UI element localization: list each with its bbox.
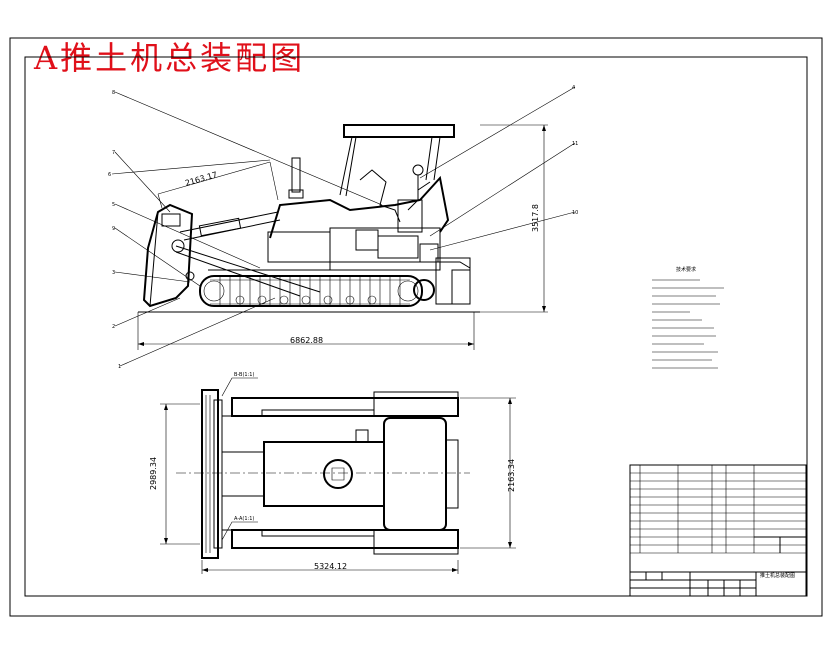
- balloon-8: 8: [112, 90, 115, 96]
- drawing-title: A推土机总装配图: [34, 39, 306, 77]
- dim-track-gauge: 2163.34: [507, 459, 516, 492]
- balloon-10: 10: [572, 210, 578, 216]
- balloon-4: 4: [572, 85, 575, 91]
- title-block-name: 推土机总装配图: [760, 572, 795, 579]
- section-label-bottom: A-A(1:1): [234, 516, 254, 522]
- balloon-11: 11: [572, 141, 578, 147]
- dim-blade-arm: 2163.17: [184, 170, 218, 188]
- balloon-1: 1: [118, 364, 121, 370]
- dim-width: 2989.34: [149, 457, 158, 490]
- balloon-2: 2: [112, 324, 115, 330]
- inner-frame: [24, 56, 808, 597]
- balloon-9: 9: [112, 226, 115, 232]
- dim-overall-length: 6862.88: [290, 336, 323, 345]
- section-label-top: B-B(1:1): [234, 372, 254, 378]
- side-view: [111, 86, 576, 367]
- outer-frame: [9, 37, 823, 617]
- balloon-6: 6: [108, 172, 111, 178]
- title-block: [629, 464, 807, 597]
- balloon-3: 3: [112, 270, 115, 276]
- balloon-5: 5: [112, 202, 115, 208]
- dim-height: 3517.8: [531, 204, 540, 232]
- technical-notes: 技术要求: [652, 266, 724, 369]
- dim-plan-length: 5324.12: [314, 562, 347, 571]
- notes-heading: 技术要求: [676, 266, 696, 273]
- balloon-7: 7: [112, 150, 115, 156]
- plan-view: [160, 377, 516, 574]
